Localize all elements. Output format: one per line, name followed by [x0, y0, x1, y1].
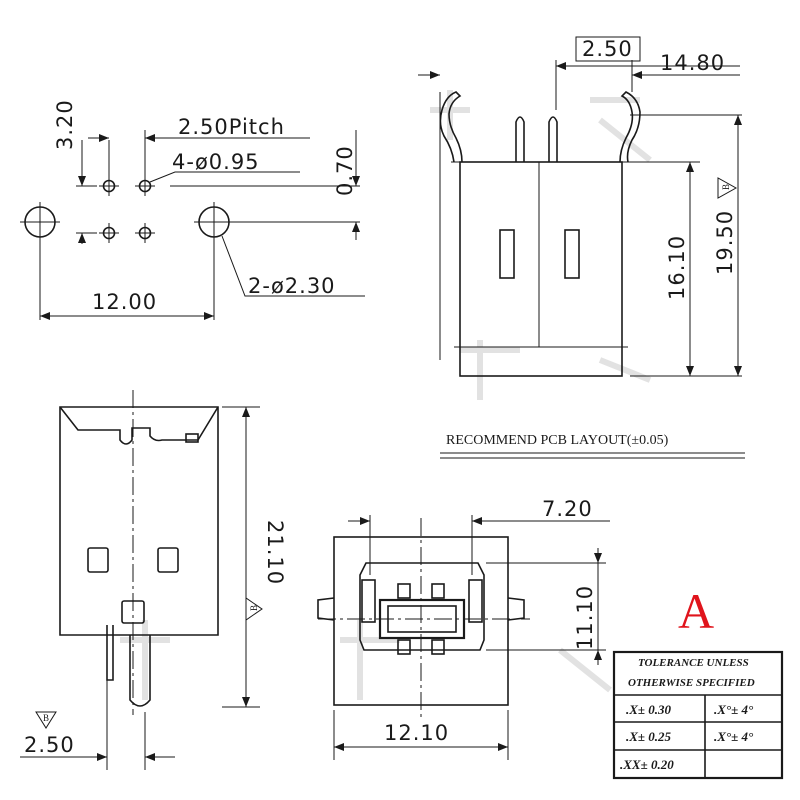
front-window — [87, 547, 109, 573]
dim-box — [575, 36, 641, 62]
dim-large-holes: 2-ø2.30 — [248, 274, 336, 298]
dim-0-70: 0.70 — [333, 145, 357, 196]
housing-window — [564, 229, 580, 279]
dim-11-10: 11.10 — [573, 585, 597, 650]
pcb-layout-view: 3.20 2.50Pitch 4-ø0.95 0.70 2-ø2.30 12.0… — [20, 99, 365, 320]
front-view: B B 21.10 2.50 — [20, 390, 287, 770]
pcb-layout-label: RECOMMEND PCB LAYOUT(±0.05) — [446, 433, 669, 448]
dim-3-20: 3.20 — [53, 99, 77, 150]
side-view: B 2.50 14.80 16.10 19.50 — [418, 36, 742, 377]
tolerance-table: TOLERANCE UNLESS OTHERWISE SPECIFIED .X±… — [612, 650, 784, 780]
surface-mark-triangle — [35, 711, 57, 729]
dim-14-80: 14.80 — [660, 51, 725, 75]
housing-window — [499, 229, 515, 279]
tolerance-row-left: .X± 0.25 — [626, 729, 672, 744]
tolerance-row-left: .XX± 0.20 — [620, 757, 674, 772]
housing-outline — [459, 161, 623, 377]
view-letter: A — [678, 583, 714, 639]
dim-21-10: 21.10 — [263, 520, 287, 585]
tolerance-header-line2: OTHERWISE SPECIFIED — [628, 677, 755, 689]
front-window — [157, 547, 179, 573]
surface-mark-triangle — [245, 597, 263, 621]
dim-12-10: 12.10 — [384, 721, 449, 745]
tolerance-header-line1: TOLERANCE UNLESS — [638, 657, 749, 669]
surface-mark-letter: B — [249, 605, 259, 611]
dim-2-50-bottom: 2.50 — [24, 733, 75, 757]
dim-7-20: 7.20 — [542, 497, 593, 521]
watermark — [120, 90, 652, 700]
tolerance-row-right: .X°± 4° — [714, 729, 754, 744]
pcb-layout-caption: RECOMMEND PCB LAYOUT(±0.05) — [440, 433, 745, 459]
surface-mark-letter: B — [43, 713, 49, 723]
tolerance-row-right: .X°± 4° — [714, 702, 754, 717]
dim-16-10: 16.10 — [665, 235, 689, 300]
receptacle-opening — [359, 562, 485, 651]
dim-19-50: 19.50 — [713, 210, 737, 275]
dim-pitch: 2.50Pitch — [178, 115, 285, 139]
tolerance-row-left: .X± 0.30 — [626, 702, 672, 717]
top-view: 7.20 11.10 12.10 — [317, 497, 610, 760]
dim-12-00: 12.00 — [92, 290, 157, 314]
dim-2-50-box: 2.50 — [582, 37, 633, 61]
dim-small-holes: 4-ø0.95 — [172, 150, 260, 174]
surface-mark-triangle — [717, 177, 738, 199]
front-outline — [59, 406, 219, 636]
surface-mark-letter: B — [721, 184, 731, 190]
